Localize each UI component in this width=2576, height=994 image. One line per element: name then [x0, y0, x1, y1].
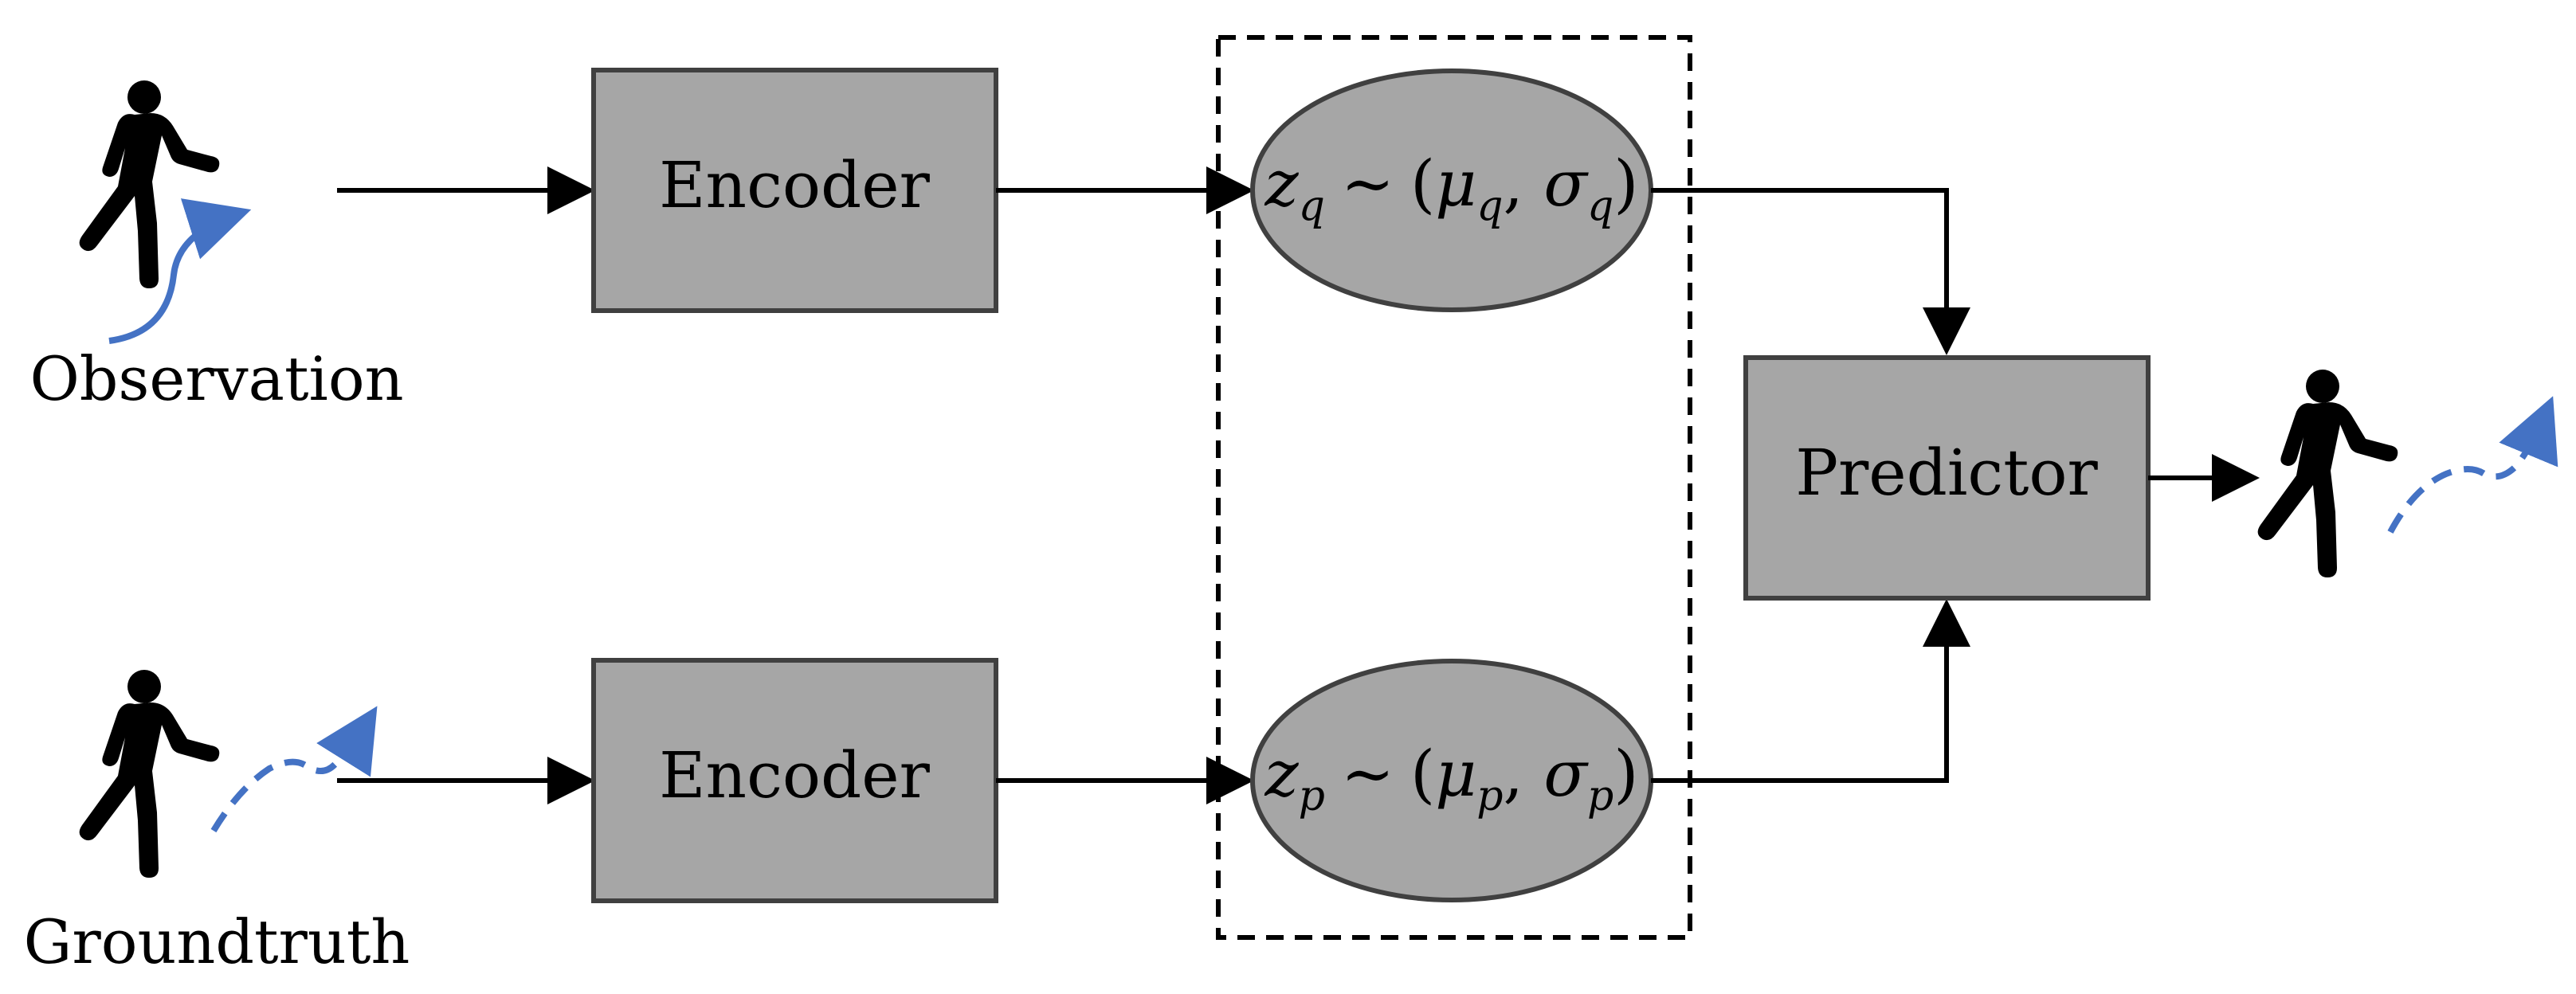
trajectory-arrow-icon-observation — [108, 198, 252, 344]
svg-text:Predictor: Predictor — [1795, 436, 2098, 510]
encoder-block-top: Encoder — [591, 68, 998, 313]
latent-space-box — [1216, 35, 1692, 940]
svg-text:Encoder: Encoder — [659, 738, 930, 812]
arrow-latent-q-to-predictor — [1651, 188, 1970, 355]
groundtruth-label: Groundtruth — [24, 906, 410, 977]
pedestrian-icon-output — [2257, 370, 2398, 577]
pedestrian-icon-observation — [79, 80, 220, 288]
svg-text:zq∼(μq, σq): zq∼(μq, σq) — [1264, 147, 1639, 230]
trajectory-arrow-icon-groundtruth — [210, 706, 378, 833]
pedestrian-icon-groundtruth — [79, 670, 220, 878]
svg-text:Encoder: Encoder — [659, 148, 930, 222]
encoder-block-bottom: Encoder — [591, 658, 998, 903]
observation-label: Observation — [29, 343, 403, 414]
trajectory-arrow-icon-output — [2387, 396, 2558, 534]
svg-text:zp∼(μp, σp): zp∼(μp, σp) — [1264, 737, 1639, 820]
latent-p-ellipse: zp∼(μp, σp) — [1250, 659, 1653, 902]
predictor-block: Predictor — [1743, 355, 2151, 601]
latent-q-ellipse: zq∼(μq, σq) — [1250, 68, 1653, 312]
arrow-latent-p-to-predictor — [1651, 599, 1970, 783]
